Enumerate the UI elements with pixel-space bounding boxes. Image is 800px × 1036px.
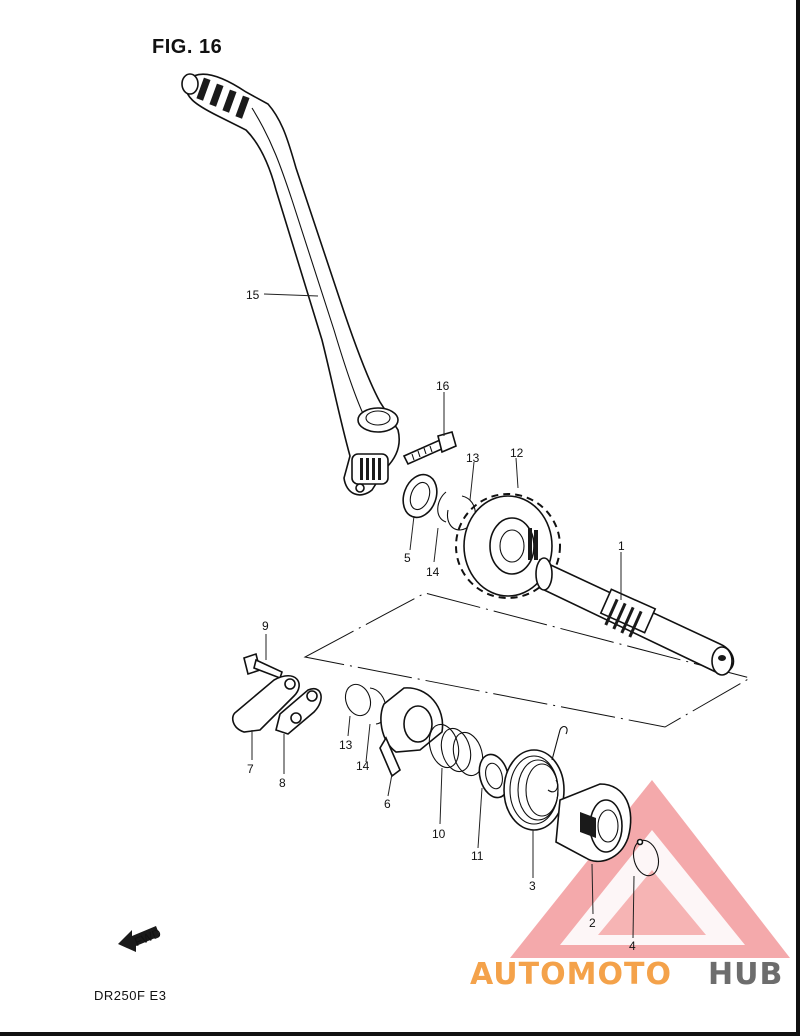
part-number-labels: 15 16 13 12 1 5 14 9 7 8 13 14 6 10 11 3… [246, 288, 636, 953]
part-label-15: 15 [246, 288, 260, 302]
part-label-12: 12 [510, 446, 524, 460]
bottom-border [0, 1032, 800, 1036]
fwd-label: FWD [132, 926, 163, 949]
part-label-5: 5 [404, 551, 411, 565]
part-label-6: 6 [384, 797, 391, 811]
watermark-text-gray: HUB [708, 957, 783, 992]
figure-title: FIG. 16 [152, 36, 223, 58]
circlip-upper [437, 491, 476, 531]
kick-starter-shaft [535, 557, 735, 676]
part-label-2: 2 [589, 916, 596, 930]
spring-10 [428, 723, 484, 777]
kick-starter-lever [181, 73, 401, 496]
part-label-7: 7 [247, 762, 254, 776]
part-label-16: 16 [436, 379, 450, 393]
model-code: DR250F E3 [94, 988, 167, 1003]
watermark-text-orange: AUTOMOTO [470, 957, 672, 992]
bolt-9 [243, 652, 283, 680]
fwd-arrow-icon [118, 926, 160, 952]
part-label-10: 10 [432, 827, 446, 841]
kick-drive-6 [379, 687, 444, 778]
washer-5 [402, 473, 438, 519]
part-label-9: 9 [262, 619, 269, 633]
kick-idle-gear [455, 493, 561, 599]
part-label-14-lower: 14 [356, 759, 370, 773]
spring-guide-2 [555, 783, 632, 863]
circlip-lower [344, 683, 387, 725]
plate-8 [275, 687, 322, 735]
leader-lines [251, 293, 635, 939]
part-label-13-lower: 13 [339, 738, 353, 752]
part-label-11: 11 [471, 849, 484, 863]
part-label-1: 1 [618, 539, 625, 553]
bolt-16 [402, 431, 457, 466]
part-label-14-upper: 14 [426, 565, 440, 579]
guide-7 [231, 674, 300, 733]
right-border [796, 0, 800, 1036]
part-label-13-upper: 13 [466, 451, 480, 465]
circlip-4 [632, 838, 660, 877]
watermark-text: AUTOMOTO HUB [470, 957, 783, 992]
part-label-3: 3 [529, 879, 536, 893]
assembly-outline [303, 592, 752, 728]
watermark-logo-icon [510, 780, 790, 958]
part-label-4: 4 [629, 939, 636, 953]
part-label-8: 8 [279, 776, 286, 790]
return-spring-3 [503, 725, 568, 831]
